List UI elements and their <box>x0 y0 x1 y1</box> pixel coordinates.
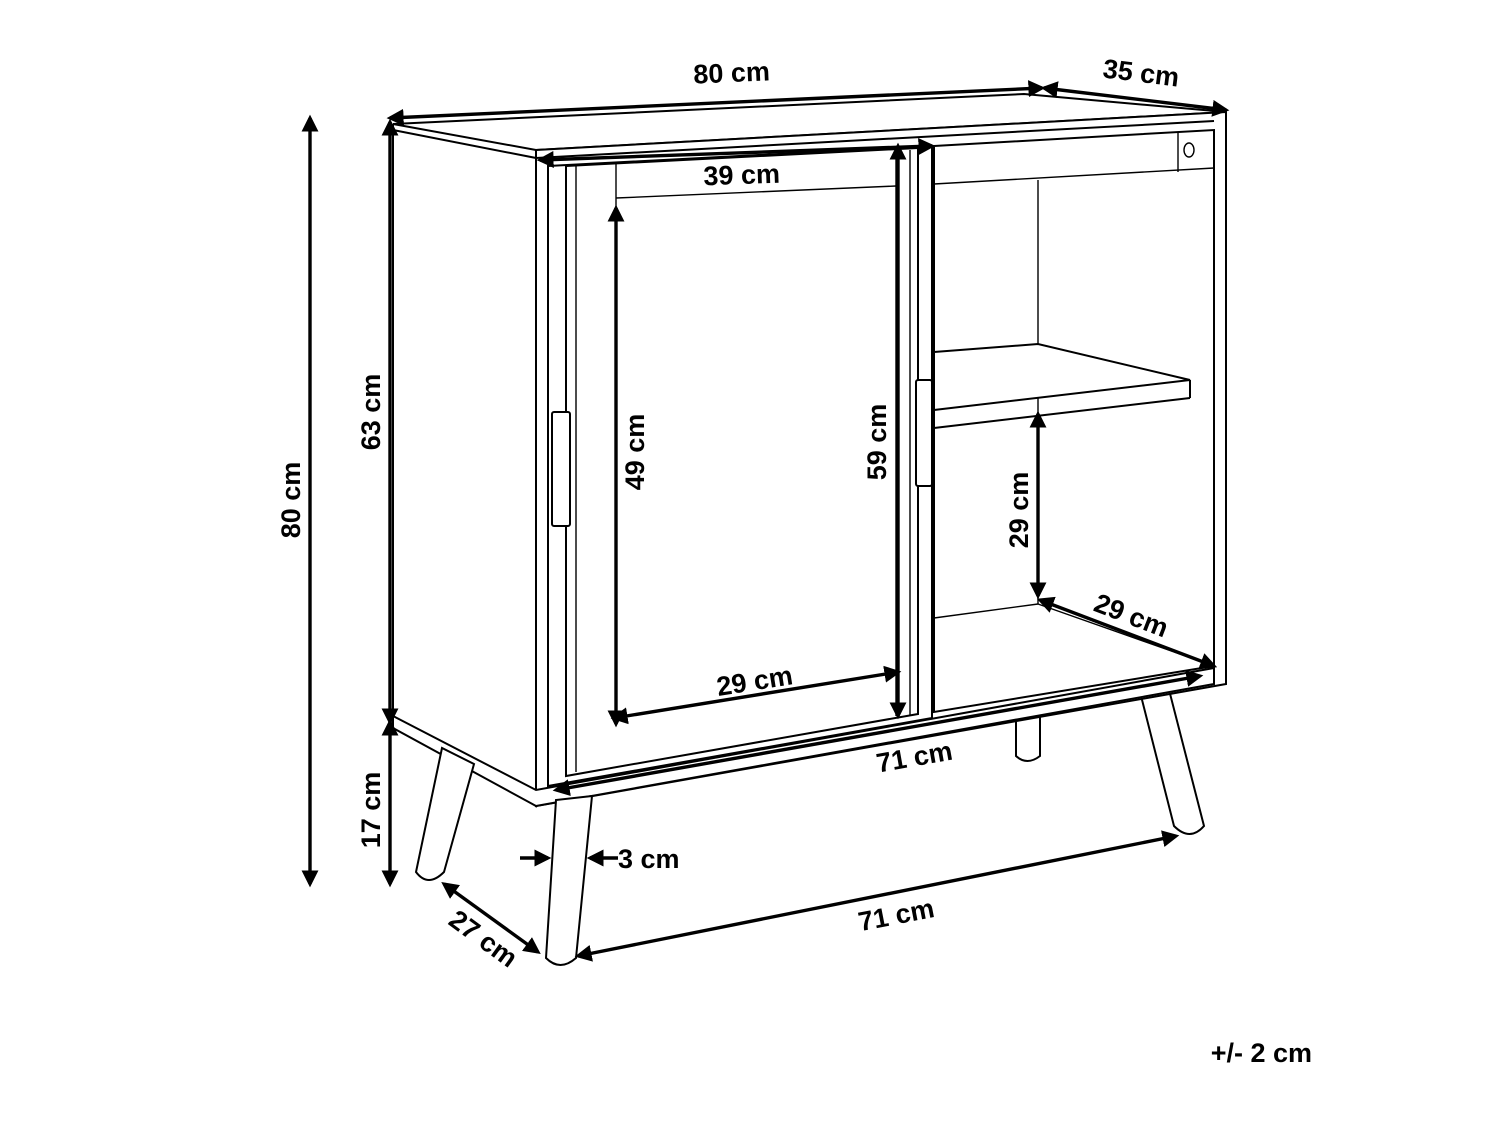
depth-dimension-line <box>1040 81 1230 117</box>
door-handle <box>915 379 933 487</box>
cabinet-drawing <box>392 92 1227 966</box>
door-width-dimension-line <box>536 137 936 169</box>
interior-height-label: 59 cm <box>862 404 892 481</box>
door-inner-height-label: 49 cm <box>620 414 650 491</box>
shelf-depth-dimension-line <box>1036 596 1218 670</box>
side-handle <box>551 411 571 527</box>
depth-label: 35 cm <box>1101 54 1181 93</box>
body-height-label: 63 cm <box>356 374 386 451</box>
inner-width-dimension-line <box>552 670 1204 796</box>
open-compartment <box>933 128 1215 714</box>
total-width-label: 80 cm <box>693 56 771 89</box>
width-dimension-line <box>386 80 1046 126</box>
side-panel <box>392 128 537 808</box>
shelf-height-label: 29 cm <box>1004 472 1034 549</box>
dimension-lines <box>301 80 1230 962</box>
door-width-label: 39 cm <box>703 159 781 192</box>
total-height-label: 80 cm <box>276 462 306 539</box>
leg-span-width-dimension-line <box>574 830 1180 962</box>
leg-diameter-label: 3 cm <box>618 844 680 874</box>
tolerance-note: +/- 2 cm <box>1211 1038 1312 1068</box>
leg-span-width-label: 71 cm <box>856 893 937 937</box>
leg-span-depth-dimension-line <box>441 882 541 954</box>
leg-height-label: 17 cm <box>356 772 386 849</box>
